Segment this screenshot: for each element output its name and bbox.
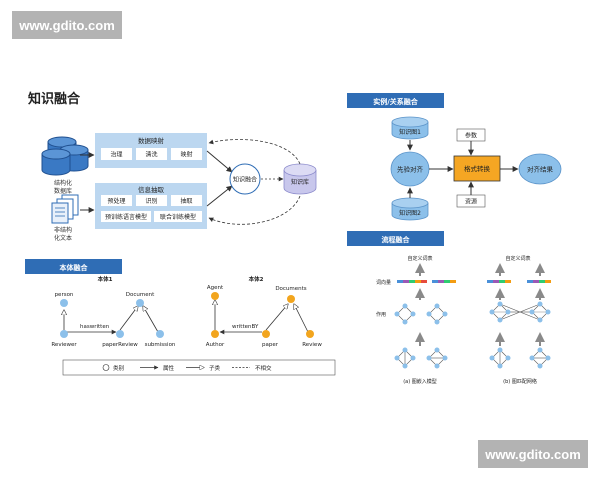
structured-label-2: 数据库 bbox=[54, 187, 72, 195]
node-review-label: Review bbox=[302, 342, 322, 348]
instance-title: 实例/关系融合 bbox=[373, 97, 419, 106]
knowledge-base-cylinder: 知识库 bbox=[283, 163, 317, 195]
process-title-bar bbox=[347, 231, 444, 246]
process-title: 流程融合 bbox=[382, 235, 411, 244]
process-top-label-b: 自定义词表 bbox=[505, 255, 530, 262]
params-box: 参数 bbox=[456, 128, 486, 142]
graph-matching-network bbox=[491, 303, 549, 367]
svg-text:对齐结果: 对齐结果 bbox=[527, 165, 554, 174]
extraction-item-3: 抽取 bbox=[180, 197, 192, 205]
legend-subclass: 子类 bbox=[209, 364, 221, 372]
instance-title-bar bbox=[347, 93, 444, 108]
legend-class: 类别 bbox=[113, 364, 124, 372]
body1-title: 本体1 bbox=[98, 275, 113, 283]
body1-edge-label: haswritten bbox=[80, 324, 110, 330]
svg-text:知识图2: 知识图2 bbox=[399, 209, 421, 217]
extraction-model-1: 预训练语言模型 bbox=[105, 213, 147, 221]
extraction-title: 信息抽取 bbox=[138, 185, 165, 194]
process-side-label-1: 词向量 bbox=[376, 279, 391, 286]
mapping-item-2: 清洗 bbox=[145, 151, 157, 159]
ontology-title: 本体融合 bbox=[59, 263, 89, 272]
legend-property: 属性 bbox=[163, 364, 175, 372]
align-result-node: 对齐结果 bbox=[518, 153, 562, 185]
node-reviewer-label: Reviewer bbox=[51, 342, 77, 348]
node-agent bbox=[211, 292, 219, 300]
kg1-cylinder: 知识图1 bbox=[391, 116, 429, 140]
svg-text:知识图1: 知识图1 bbox=[399, 128, 421, 136]
unstructured-label-1: 非结构 bbox=[54, 226, 72, 234]
node-person-label: person bbox=[55, 292, 74, 298]
svg-text:先验对齐: 先验对齐 bbox=[397, 165, 424, 174]
extraction-item-1: 预处理 bbox=[107, 197, 125, 205]
resource-box: 资源 bbox=[456, 194, 486, 208]
kg2-cylinder: 知识图2 bbox=[391, 197, 429, 221]
fusion-node: 知识融合 bbox=[229, 163, 261, 195]
data-mapping-box: 数据映射 治理 清洗 映射 bbox=[95, 133, 207, 168]
structured-label-1: 结构化 bbox=[54, 179, 72, 187]
svg-text:知识融合: 知识融合 bbox=[233, 176, 257, 184]
watermark-top: www.gdito.com bbox=[12, 11, 122, 39]
node-agent-label: Agent bbox=[207, 285, 224, 291]
structured-db-icon bbox=[41, 136, 89, 176]
svg-text:资源: 资源 bbox=[465, 198, 477, 206]
extraction-item-2: 识别 bbox=[145, 197, 157, 205]
svg-text:知识库: 知识库 bbox=[291, 178, 309, 186]
process-side-label-2: 作用 bbox=[376, 311, 386, 318]
ontology-legend: 类别 属性 子类 不相交 bbox=[62, 359, 336, 376]
legend-disjoint: 不相交 bbox=[255, 364, 272, 372]
node-paperreview bbox=[116, 330, 124, 338]
node-author-label: Author bbox=[206, 342, 225, 348]
fusion-title: 知识融合 bbox=[28, 91, 81, 107]
format-convert-box: 格式转换 bbox=[453, 155, 501, 182]
node-document bbox=[136, 299, 144, 307]
process-top-label-a: 自定义词表 bbox=[407, 255, 432, 262]
node-paper-label: paper bbox=[262, 342, 279, 348]
document-icon bbox=[51, 194, 79, 224]
prior-align-node: 先验对齐 bbox=[390, 151, 430, 187]
info-extraction-box: 信息抽取 预处理 识别 抽取 预训练语言模型 联合训练模型 bbox=[95, 183, 207, 229]
node-submission-label: submission bbox=[145, 342, 176, 348]
node-document-label: Document bbox=[126, 292, 155, 298]
node-person bbox=[60, 299, 68, 307]
mapping-title: 数据映射 bbox=[138, 136, 165, 145]
unstructured-label-2: 化文本 bbox=[54, 234, 72, 242]
process-caption-b: (b) 图匹配网络 bbox=[503, 378, 537, 385]
node-paper bbox=[262, 330, 270, 338]
node-reviewer bbox=[60, 330, 68, 338]
node-submission bbox=[156, 330, 164, 338]
svg-text:参数: 参数 bbox=[465, 132, 477, 140]
extraction-model-2: 联合训练模型 bbox=[160, 213, 196, 221]
embedding-bars bbox=[397, 280, 551, 283]
node-paperreview-label: paperReview bbox=[102, 342, 138, 348]
node-documents-label: Documents bbox=[275, 286, 306, 292]
body2-title: 本体2 bbox=[249, 275, 264, 283]
process-caption-a: (a) 图嵌入模型 bbox=[403, 378, 437, 385]
ontology-title-bar bbox=[25, 259, 122, 274]
node-review bbox=[306, 330, 314, 338]
watermark-bottom: www.gdito.com bbox=[478, 440, 588, 468]
node-author bbox=[211, 330, 219, 338]
svg-text:格式转换: 格式转换 bbox=[464, 164, 491, 173]
body2-edge-label: writtenBY bbox=[232, 324, 259, 330]
mapping-item-1: 治理 bbox=[110, 151, 122, 159]
node-documents bbox=[287, 295, 295, 303]
mapping-item-3: 映射 bbox=[180, 151, 192, 159]
